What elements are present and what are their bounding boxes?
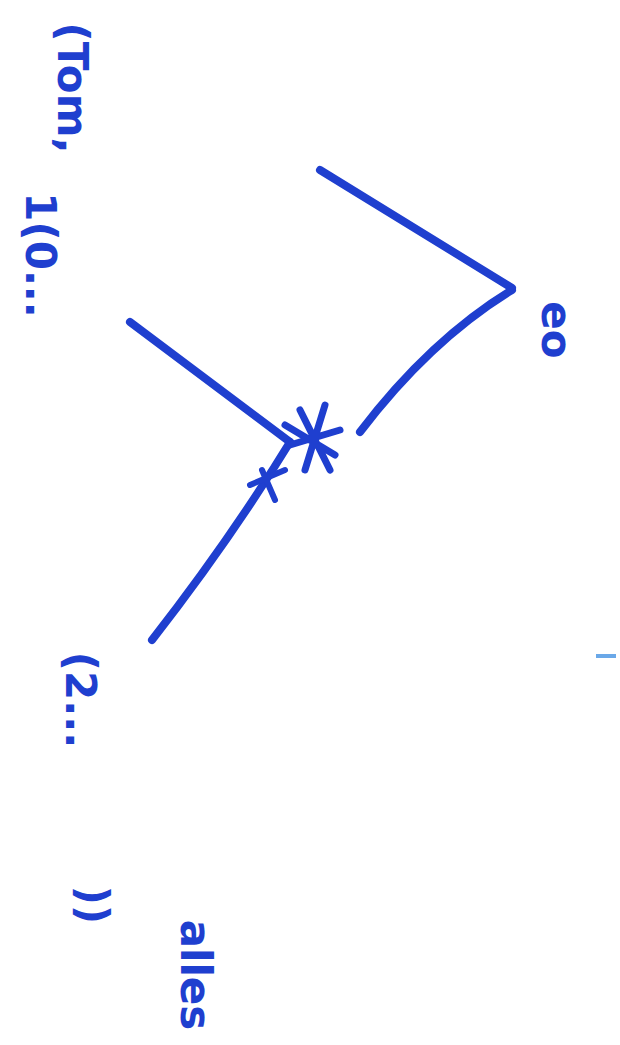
handwritten-label: eo — [535, 301, 577, 358]
bond-line — [130, 322, 290, 442]
stray-dash — [596, 654, 616, 658]
handwritten-label: 1(0... — [19, 192, 61, 318]
bond-line — [152, 442, 290, 640]
handwritten-label: alles — [174, 920, 216, 1031]
star-mark — [285, 405, 340, 470]
tick-mark — [250, 470, 285, 500]
handwritten-label: (Tom, — [51, 23, 93, 154]
handwritten-label: (2... — [59, 652, 101, 748]
handwritten-label: )) — [71, 886, 113, 924]
bond-line — [320, 170, 512, 288]
bond-line — [360, 290, 512, 432]
